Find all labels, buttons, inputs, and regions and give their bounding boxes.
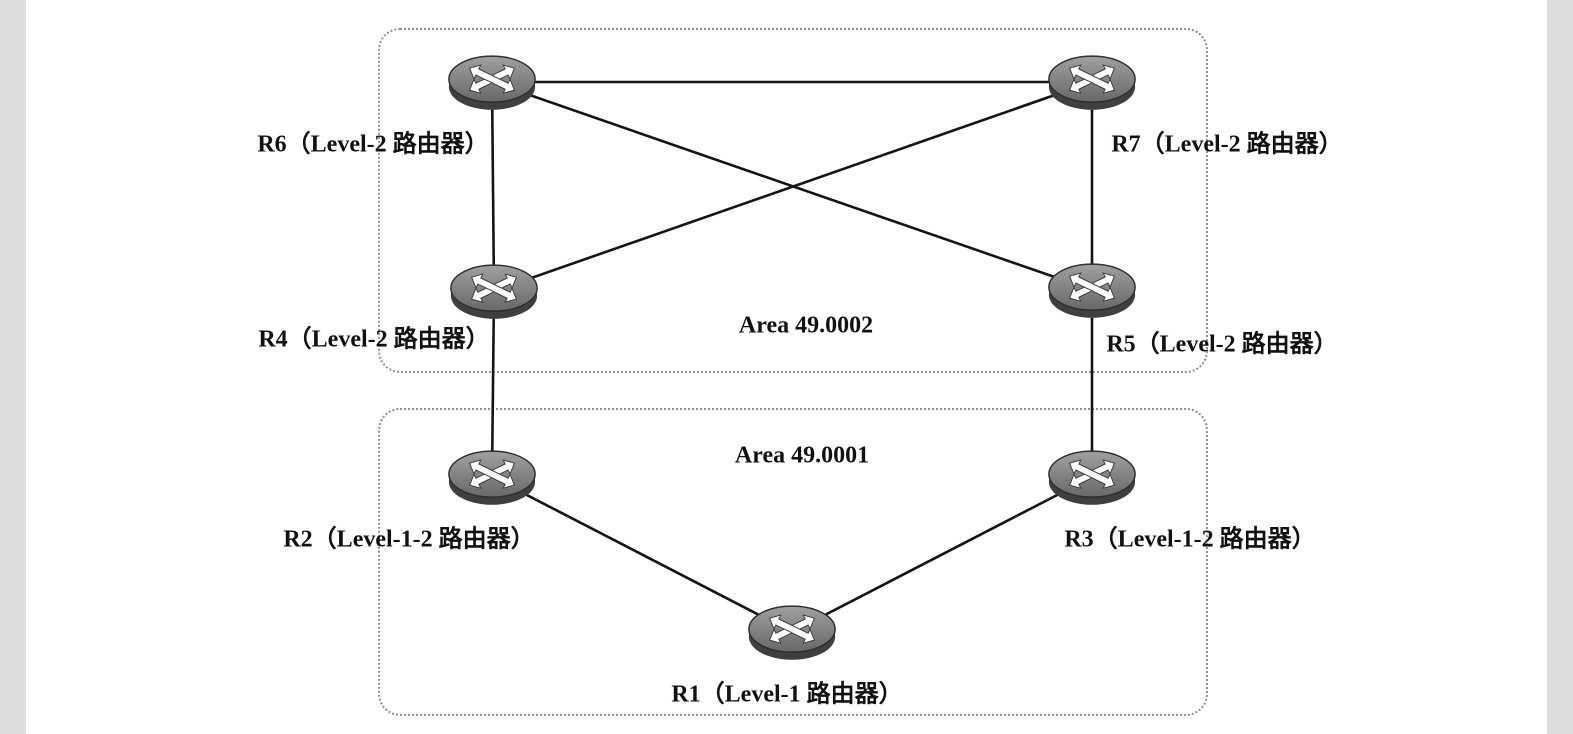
area-label-area-49-0002: Area 49.0002 bbox=[738, 312, 874, 339]
area-label-area-49-0001: Area 49.0001 bbox=[734, 442, 870, 469]
router-R7 bbox=[1046, 51, 1138, 113]
router-label-R5: R5（Level-2 路由器） bbox=[1106, 331, 1338, 358]
router-label-R2: R2（Level-1-2 路由器） bbox=[283, 526, 535, 553]
router-icon bbox=[448, 450, 536, 505]
router-icon bbox=[1048, 55, 1136, 110]
router-icon bbox=[1048, 263, 1136, 318]
router-R3 bbox=[1046, 446, 1138, 508]
router-icon bbox=[450, 264, 538, 319]
router-icon bbox=[748, 605, 836, 660]
area-box-area-49-0002 bbox=[378, 28, 1208, 373]
router-label-R6: R6（Level-2 路由器） bbox=[257, 131, 489, 158]
router-label-R4: R4（Level-2 路由器） bbox=[258, 326, 490, 353]
router-R4 bbox=[448, 260, 540, 322]
page-edge-left bbox=[0, 0, 26, 734]
page-edge-right bbox=[1547, 0, 1573, 734]
router-R1 bbox=[746, 601, 838, 663]
router-label-R7: R7（Level-2 路由器） bbox=[1111, 131, 1343, 158]
router-R2 bbox=[446, 446, 538, 508]
router-icon bbox=[448, 55, 536, 110]
router-icon bbox=[1048, 450, 1136, 505]
router-R6 bbox=[446, 51, 538, 113]
router-label-R3: R3（Level-1-2 路由器） bbox=[1064, 526, 1316, 553]
router-label-R1: R1（Level-1 路由器） bbox=[671, 681, 903, 708]
router-R5 bbox=[1046, 259, 1138, 321]
area-box-area-49-0001 bbox=[378, 408, 1208, 716]
